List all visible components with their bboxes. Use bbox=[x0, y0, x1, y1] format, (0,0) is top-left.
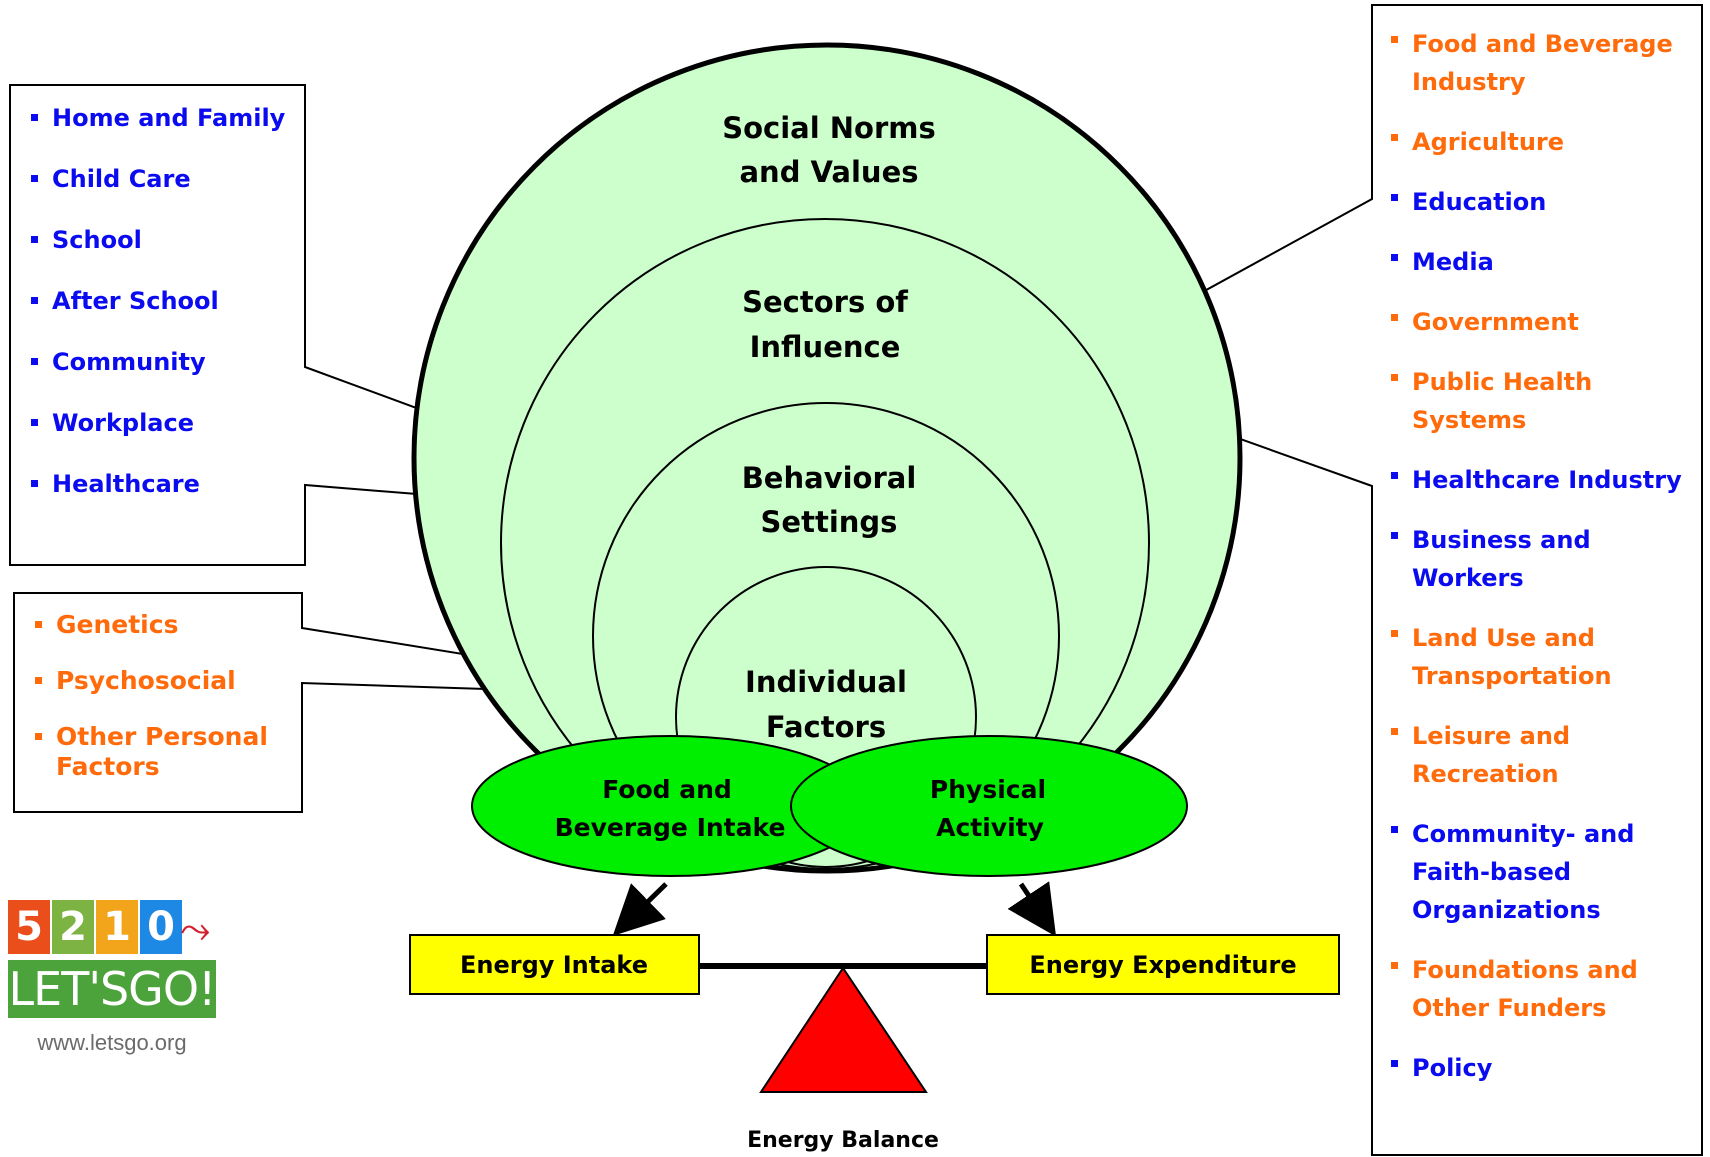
list-item: Business and Workers bbox=[1388, 521, 1688, 597]
running-figure-icon: ⤳ bbox=[180, 907, 211, 951]
list-item: Foundations and Other Funders bbox=[1388, 951, 1688, 1027]
list-item: Psychosocial bbox=[32, 666, 292, 696]
individual-label-1: Individual bbox=[745, 665, 907, 699]
list-item: Community bbox=[28, 347, 298, 377]
list-item: Healthcare bbox=[28, 469, 298, 499]
logo-digit: 1 bbox=[96, 900, 138, 954]
food-intake-label-2: Beverage Intake bbox=[555, 813, 786, 842]
logo-digit: 5 bbox=[8, 900, 50, 954]
balance-fulcrum bbox=[759, 966, 928, 1093]
behavioral-settings-list: Home and Family Child Care School After … bbox=[28, 103, 298, 530]
energy-expenditure-label: Energy Expenditure bbox=[1029, 951, 1296, 979]
list-item: Education bbox=[1388, 183, 1688, 221]
list-item: Healthcare Industry bbox=[1388, 461, 1688, 499]
intake-arrow bbox=[612, 882, 668, 936]
sectors-label-1: Sectors of bbox=[742, 285, 908, 319]
logo-name: LET'SGO! bbox=[8, 960, 216, 1018]
individual-factors-list: Genetics Psychosocial Other Personal Fac… bbox=[32, 610, 292, 808]
sectors-callout bbox=[1052, 4, 1703, 1156]
list-item: Government bbox=[1388, 303, 1688, 341]
behavioral-label-2: Settings bbox=[761, 505, 898, 539]
list-item: Media bbox=[1388, 243, 1688, 281]
list-item: Workplace bbox=[28, 408, 298, 438]
expenditure-arrow bbox=[1007, 881, 1057, 937]
list-item: Child Care bbox=[28, 164, 298, 194]
individual-label-2: Factors bbox=[766, 710, 886, 744]
behavioral-label-1: Behavioral bbox=[742, 461, 917, 495]
list-item: Policy bbox=[1388, 1049, 1688, 1087]
social-norms-label-2: and Values bbox=[739, 155, 918, 189]
list-item: Land Use and Transportation bbox=[1388, 619, 1688, 695]
logo-digit: 0 bbox=[140, 900, 182, 954]
logo-digit: 2 bbox=[52, 900, 94, 954]
letsgo-logo: 5 2 1 0 ⤳ LET'SGO! www.letsgo.org bbox=[8, 900, 223, 1073]
energy-expenditure-box bbox=[986, 934, 1340, 995]
list-item: Community- and Faith-based Organizations bbox=[1388, 815, 1688, 929]
list-item: Home and Family bbox=[28, 103, 298, 133]
list-item: Other Personal Factors bbox=[32, 722, 292, 782]
physical-activity-label-1: Physical bbox=[930, 775, 1046, 804]
sectors-label-2: Influence bbox=[750, 330, 901, 364]
food-intake-label-1: Food and bbox=[602, 775, 732, 804]
list-item: Agriculture bbox=[1388, 123, 1688, 161]
list-item: Genetics bbox=[32, 610, 292, 640]
physical-activity-ellipse bbox=[790, 735, 1188, 877]
list-item: Public Health Systems bbox=[1388, 363, 1688, 439]
sectors-list: Food and Beverage Industry Agriculture E… bbox=[1388, 25, 1688, 1109]
social-norms-label-1: Social Norms bbox=[722, 111, 936, 145]
list-item: Food and Beverage Industry bbox=[1388, 25, 1688, 101]
list-item: Leisure and Recreation bbox=[1388, 717, 1688, 793]
list-item: School bbox=[28, 225, 298, 255]
energy-intake-box bbox=[409, 934, 700, 995]
energy-balance-label: Energy Balance bbox=[747, 1128, 939, 1153]
list-item: After School bbox=[28, 286, 298, 316]
energy-intake-label: Energy Intake bbox=[460, 951, 648, 979]
logo-url: www.letsgo.org bbox=[37, 1030, 187, 1055]
physical-activity-label-2: Activity bbox=[936, 813, 1044, 842]
